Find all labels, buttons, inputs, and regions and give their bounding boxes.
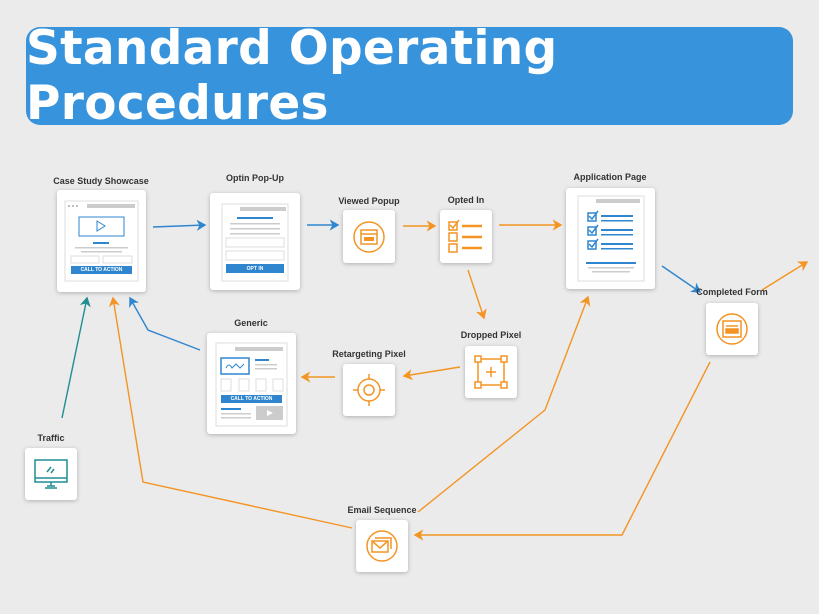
page-title: Standard Operating Procedures [26,21,558,131]
node-retargeting-pixel[interactable] [343,364,395,416]
edge-traffic-to-case [61,296,91,419]
popup-mockup-icon [221,203,289,282]
node-traffic[interactable] [25,448,77,500]
call-to-action-button: CALL TO ACTION [80,267,123,273]
edge-completed-to-email [413,361,711,541]
label-completed: Completed Form [696,287,768,297]
edge-generic-to-case [129,296,201,351]
label-traffic: Traffic [37,433,65,443]
opt-in-button: OPT IN [246,266,264,272]
edge-completed-out [761,261,809,291]
title-banner: Standard Operating Procedures [26,21,793,131]
node-case-study[interactable]: CALL TO ACTION [57,190,146,292]
page-mockup-icon [64,200,139,282]
node-completed-form[interactable] [706,303,758,355]
node-application-page[interactable] [566,188,655,289]
label-optin: Optin Pop-Up [226,173,284,183]
label-email: Email Sequence [347,505,417,515]
page-mockup-icon [215,342,288,427]
label-opted: Opted In [447,195,485,205]
checklist-page-icon [577,195,645,282]
label-dropped: Dropped Pixel [460,330,522,340]
node-opted-in[interactable] [440,210,492,263]
node-generic[interactable]: CALL TO ACTION [207,333,296,434]
edge-email-to-application [417,295,591,513]
edge-dropped-to-retargeting [402,366,461,381]
edge-opted-to-dropped [467,269,487,320]
label-application: Application Page [573,172,647,182]
email-icon [366,530,398,562]
node-optin[interactable]: OPT IN [210,193,300,290]
checklist-icon [448,219,482,253]
node-email-sequence[interactable] [356,520,408,572]
crosshair-icon [353,374,385,406]
pixel-select-icon [474,355,508,389]
monitor-icon [34,459,68,489]
edge-application-to-completed [661,265,702,293]
form-icon [716,313,748,345]
edge-case-to-optin [152,219,207,231]
label-case-study: Case Study Showcase [53,176,149,186]
popup-window-icon [353,221,385,253]
label-retargeting: Retargeting Pixel [332,349,406,359]
node-viewed-popup[interactable] [343,210,395,263]
label-generic: Generic [234,318,268,328]
label-viewed: Viewed Popup [338,196,400,206]
node-dropped-pixel[interactable] [465,346,517,398]
edge-email-to-case [108,296,353,529]
call-to-action-button: CALL TO ACTION [230,396,273,402]
